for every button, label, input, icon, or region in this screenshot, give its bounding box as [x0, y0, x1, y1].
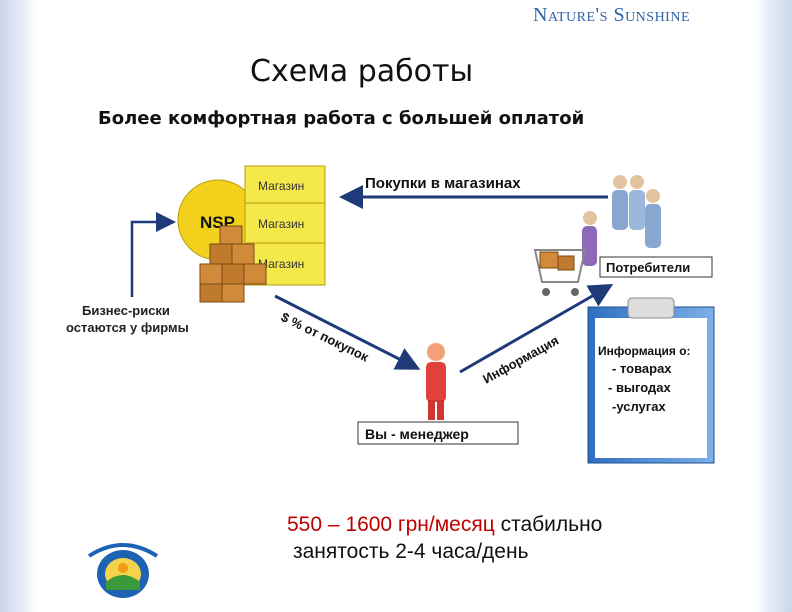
business-risk-line2: остаются у фирмы [66, 320, 189, 335]
page-title: Схема работы [250, 54, 473, 89]
consumers-label: Потребители [606, 260, 690, 275]
business-risk-line1: Бизнес-риски [82, 303, 170, 318]
natures-sunshine-emblem [84, 538, 162, 604]
page-subtitle: Более комфортная работа с большей оплато… [98, 108, 584, 129]
risk-connector [132, 222, 171, 297]
manager-label: Вы - менеджер [365, 426, 469, 442]
salary-info: 550 – 1600 грн/месяц стабильно занятость… [287, 513, 602, 564]
employment-hours: занятость 2-4 часа/день [293, 540, 602, 564]
purchases-label: Покупки в магазинах [365, 175, 521, 192]
info-title: Информация о: [598, 344, 691, 358]
business-scheme-diagram: NSP Магазин Магазин Магазин Покупки в ма… [60, 160, 732, 465]
brand-logo: Nature's Sunshine [533, 4, 690, 27]
info-label: Информация [480, 333, 561, 387]
shopping-cart-icon [535, 250, 585, 296]
store-label: Магазин [258, 179, 304, 193]
info-item: -услугах [612, 399, 666, 414]
info-item: - выгодах [608, 380, 672, 395]
percent-arrow [275, 296, 415, 367]
consumers-people-icon [582, 175, 661, 266]
salary-stable: стабильно [495, 513, 603, 536]
left-decor-band [0, 0, 38, 612]
right-decor-band [754, 0, 792, 612]
info-item: - товарах [612, 361, 672, 376]
store-label: Магазин [258, 217, 304, 231]
manager-person-icon [426, 343, 446, 420]
salary-amount: 550 – 1600 грн/месяц [287, 513, 495, 536]
